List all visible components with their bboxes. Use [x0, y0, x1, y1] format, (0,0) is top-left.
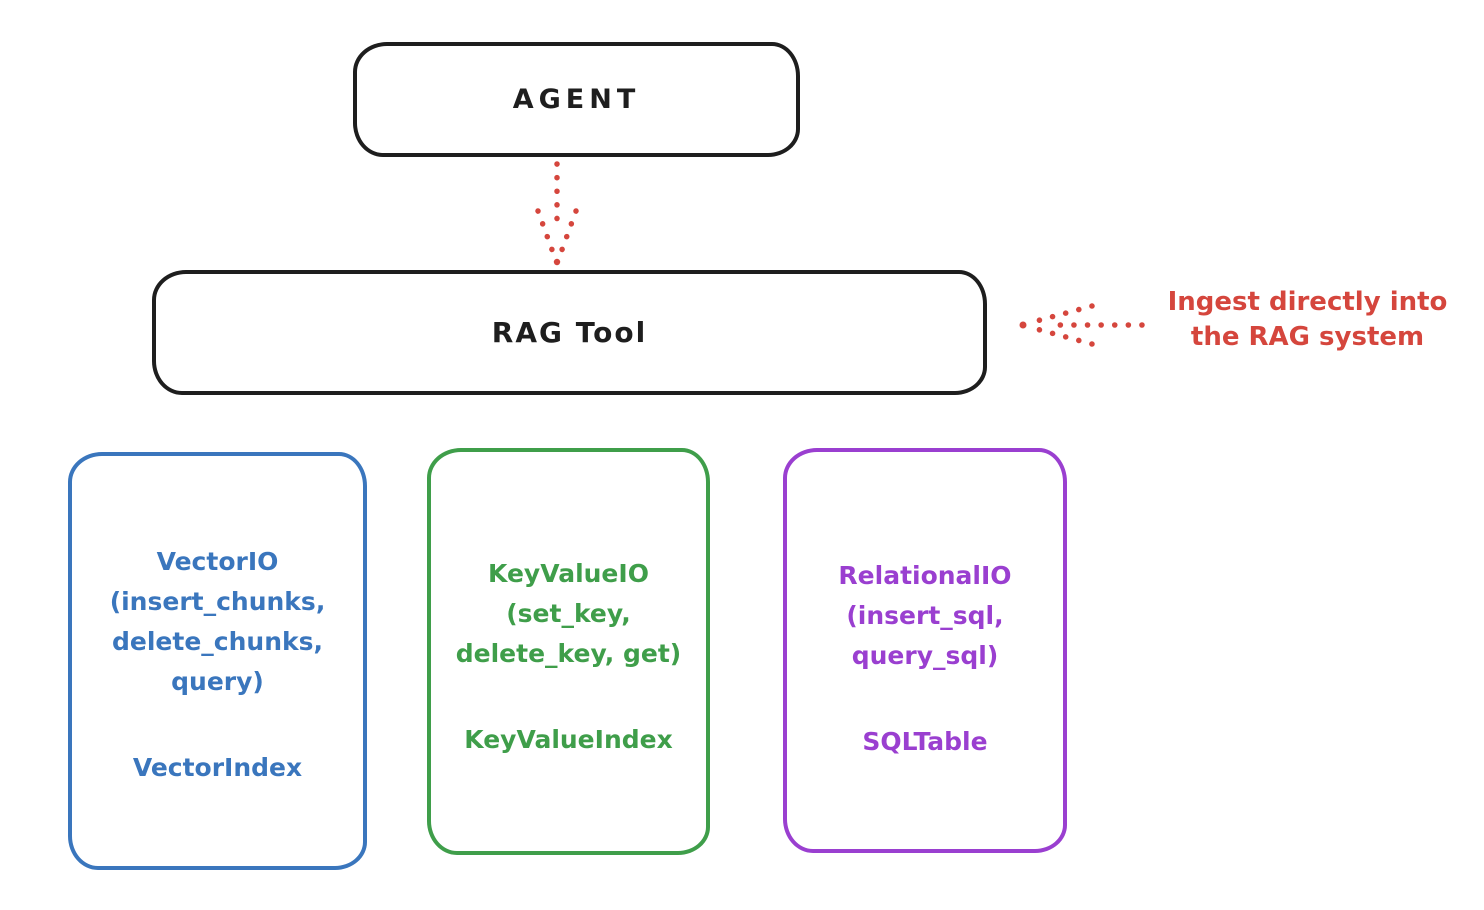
relationalio-methods-line2: query_sql)	[851, 641, 999, 670]
agent-label: AGENT	[512, 84, 641, 115]
keyvalueio-title: KeyValueIO	[488, 559, 649, 588]
keyvalueio-index-label: KeyValueIndex	[464, 725, 673, 754]
dotted-arrow-down-icon	[535, 161, 579, 266]
relationalio-index-label: SQLTable	[862, 727, 988, 756]
keyvalueio-methods-line2: delete_key, get)	[455, 639, 682, 668]
vectorio-methods-line2: delete_chunks,	[112, 627, 323, 656]
vectorio-title: VectorIO	[156, 547, 279, 576]
vectorio-index-label: VectorIndex	[132, 753, 303, 782]
ingest-annotation-line1: Ingest directly into	[1167, 287, 1448, 317]
vectorio-methods-line3: query)	[171, 667, 264, 696]
rag-tool-node[interactable]: RAG Tool	[152, 270, 987, 395]
keyvalueio-node[interactable]: KeyValueIO (set_key, delete_key, get) Ke…	[427, 448, 710, 855]
relationalio-methods-line1: (insert_sql,	[846, 601, 1004, 630]
rag-tool-label: RAG Tool	[491, 316, 648, 349]
dotted-arrow-left-icon	[1019, 303, 1145, 347]
ingest-annotation: Ingest directly into the RAG system	[1135, 285, 1480, 355]
keyvalueio-methods-line1: (set_key,	[506, 599, 631, 628]
agent-node[interactable]: AGENT	[353, 42, 800, 157]
vectorio-node[interactable]: VectorIO (insert_chunks, delete_chunks, …	[68, 452, 367, 870]
relationalio-title: RelationalIO	[838, 561, 1012, 590]
vectorio-methods-line1: (insert_chunks,	[109, 587, 326, 616]
ingest-annotation-line2: the RAG system	[1190, 322, 1425, 352]
relationalio-node[interactable]: RelationalIO (insert_sql, query_sql) SQL…	[783, 448, 1067, 853]
